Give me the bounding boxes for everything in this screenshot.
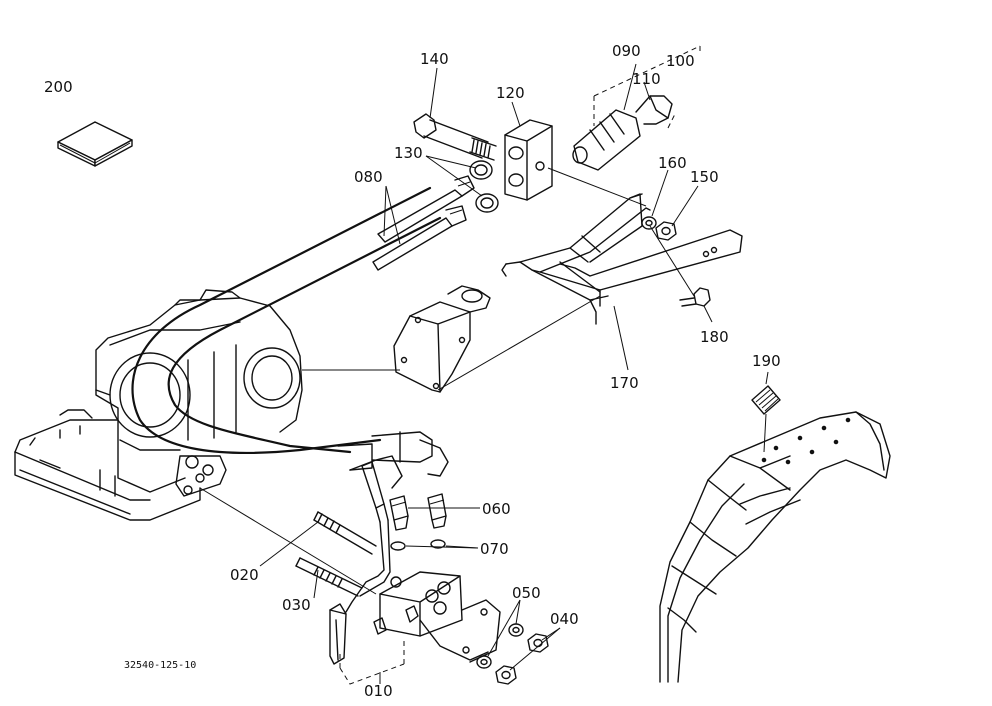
part-110-elbow	[635, 95, 673, 125]
label-030: 030	[282, 596, 311, 614]
leader-lines	[199, 63, 769, 684]
label-110: 110	[632, 70, 661, 88]
part-050-washers	[476, 623, 524, 669]
control-lever	[329, 461, 391, 665]
part-190-decal	[751, 385, 781, 415]
label-120: 120	[496, 84, 525, 102]
part-180-bolt	[679, 287, 711, 307]
label-070: 070	[480, 540, 509, 558]
part-160-washer	[641, 216, 657, 230]
mounting-bracket	[393, 285, 491, 393]
label-010: 010	[364, 682, 393, 700]
label-040: 040	[550, 610, 579, 628]
label-050: 050	[512, 584, 541, 602]
label-200: 200	[44, 78, 73, 96]
label-130: 130	[394, 144, 423, 162]
label-060: 060	[482, 500, 511, 518]
part-010-dashed-group	[339, 640, 405, 685]
label-160: 160	[658, 154, 687, 172]
part-070-orings	[390, 539, 446, 551]
part-120-block	[504, 119, 553, 201]
label-180: 180	[700, 328, 729, 346]
label-100: 100	[666, 52, 695, 70]
transmission-housing	[14, 289, 303, 521]
figure-code: 32540-125-10	[124, 660, 196, 671]
label-190: 190	[752, 352, 781, 370]
label-080: 080	[354, 168, 383, 186]
part-060-fittings	[389, 493, 447, 531]
part-030-rod	[295, 557, 363, 597]
part-140-bolt	[413, 113, 497, 161]
part-labels: 200 140 120 130 080 090 100 110 160 150 …	[44, 42, 781, 700]
fender	[659, 411, 891, 683]
control-valve	[373, 571, 501, 663]
part-090-fitting	[572, 109, 641, 171]
label-090: 090	[612, 42, 641, 60]
part-040-nuts	[495, 633, 549, 685]
part-170-bracket	[501, 193, 743, 325]
label-150: 150	[690, 168, 719, 186]
part-080-hoses	[131, 175, 475, 489]
label-020: 020	[230, 566, 259, 584]
part-100-dashed-group	[593, 45, 701, 129]
label-170: 170	[610, 374, 639, 392]
part-130-rings	[469, 160, 499, 213]
label-140: 140	[420, 50, 449, 68]
part-020-rod	[313, 511, 377, 555]
part-200-booklet	[57, 121, 133, 167]
